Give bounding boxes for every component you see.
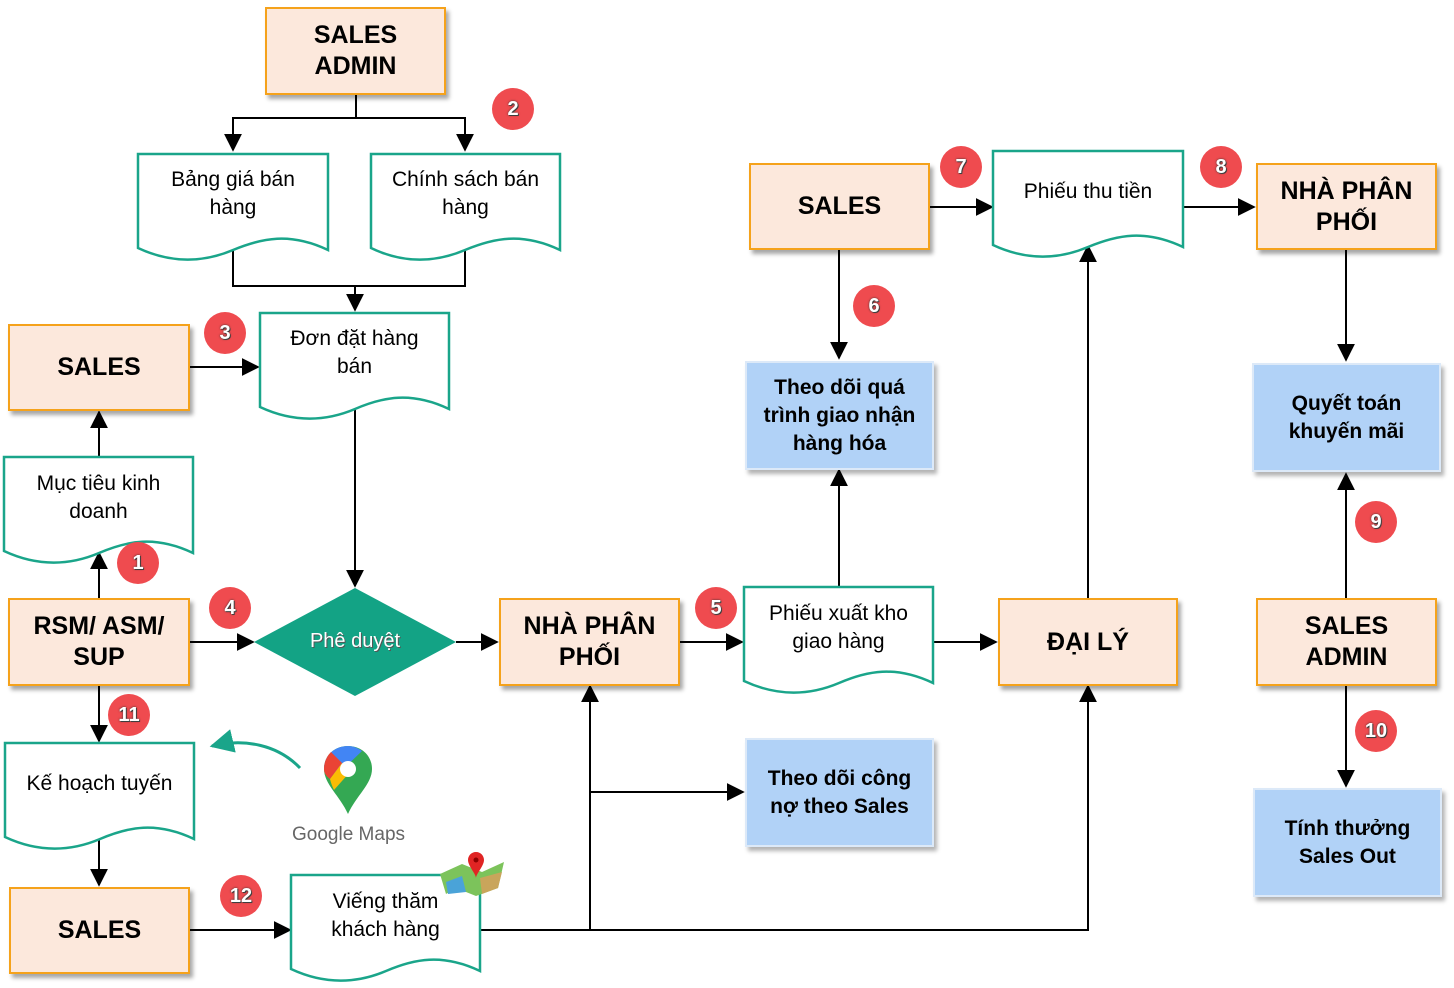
connector-bang-gia-merge (232, 248, 466, 287)
step-badge-9: 9 (1355, 501, 1397, 543)
actor-sales-admin-right: SALES ADMIN (1256, 598, 1437, 686)
document-shapes (2, 149, 1185, 982)
document-don-dat-hang (258, 311, 451, 420)
step-badge-7: 7 (940, 146, 982, 188)
step-badge-1: 1 (117, 542, 159, 584)
note-label: Quyết toán khuyến mãi (1288, 391, 1405, 443)
document-phieu-thu-label: Phiếu thu tiền (1023, 180, 1153, 203)
step-badge-11: 11 (108, 694, 150, 736)
google-maps-label: Google Maps (292, 824, 406, 845)
step-badge-3: 3 (204, 312, 246, 354)
document-muc-tieu (2, 455, 195, 564)
actor-sales-admin-top: SALES ADMIN (265, 7, 446, 95)
actor-nha-phan-phoi-middle: NHÀ PHÂN PHỐI (499, 598, 680, 686)
step-badge-2: 2 (492, 88, 534, 130)
actor-label: SALES ADMIN (313, 21, 398, 80)
note-label: Theo dõi công nợ theo Sales (767, 766, 912, 818)
actor-nha-phan-phoi-right: NHÀ PHÂN PHỐI (1256, 163, 1437, 250)
document-bang-gia-label: Bảng giá bán hàng (171, 168, 295, 219)
actor-dai-ly: ĐẠI LÝ (998, 598, 1178, 686)
actor-sales-left: SALES (8, 324, 190, 411)
step-badge-4: 4 (209, 587, 251, 629)
document-vieng-tham (289, 873, 482, 982)
actor-label: SALES ADMIN (1304, 612, 1389, 671)
actor-rsm-asm-sup: RSM/ ASM/ SUP (8, 598, 190, 686)
folded-map-pin-icon (440, 852, 504, 896)
document-phieu-xuat-kho-label: Phiếu xuất kho giao hàng (769, 602, 908, 653)
connector-admin-to-bang-gia (224, 95, 357, 152)
note-tinh-thuong-sales-out: Tính thưởng Sales Out (1253, 788, 1442, 897)
document-phieu-xuat-kho (742, 585, 935, 694)
document-ke-hoach-label: Kế hoạch tuyến (26, 772, 173, 795)
step-badge-8: 8 (1200, 146, 1242, 188)
note-quyet-toan-khuyen-mai: Quyết toán khuyến mãi (1252, 363, 1441, 472)
decision-phe-duyet-label: Phê duyệt (309, 630, 401, 652)
actor-label: SALES (57, 353, 141, 381)
actor-sales-top-middle: SALES (749, 163, 930, 250)
actor-label: NHÀ PHÂN PHỐI (1280, 176, 1413, 236)
note-label: Tính thưởng Sales Out (1284, 816, 1411, 868)
document-phieu-thu (991, 149, 1185, 258)
note-label: Theo dõi quá trình giao nhận hàng hóa (763, 375, 916, 455)
step-badge-12: 12 (220, 875, 262, 917)
document-vieng-tham-label: Viếng thăm khách hàng (331, 890, 440, 941)
connectors (90, 95, 1355, 939)
document-chinh-sach-label: Chính sách bán hàng (391, 168, 540, 219)
document-ke-hoach (3, 741, 196, 850)
document-muc-tieu-label: Mục tiêu kinh doanh (36, 472, 161, 523)
step-badge-10: 10 (1355, 710, 1397, 752)
google-maps-pin-icon (324, 746, 372, 814)
actor-label: ĐẠI LÝ (1047, 627, 1129, 656)
actor-label: RSM/ ASM/ SUP (33, 612, 165, 671)
note-theo-doi-giao-nhan: Theo dõi quá trình giao nhận hàng hóa (745, 361, 934, 470)
step-badge-5: 5 (695, 587, 737, 629)
connector-google-maps-to-ke-hoach (209, 729, 302, 770)
actor-label: SALES (797, 192, 882, 220)
step-badge-6: 6 (853, 285, 895, 327)
actor-sales-bottom: SALES (9, 887, 190, 974)
decision-phe-duyet (254, 588, 456, 696)
document-chinh-sach (369, 152, 562, 261)
document-bang-gia (136, 152, 330, 261)
actor-label: SALES (57, 916, 142, 944)
document-don-dat-hang-label: Đơn đặt hàng bán (290, 327, 419, 378)
actor-label: NHÀ PHÂN PHỐI (523, 612, 656, 671)
connector-vieng-tham-to-dai-ly (481, 684, 1097, 931)
connector-admin-to-chinh-sach (356, 117, 474, 152)
note-theo-doi-cong-no: Theo dõi công nợ theo Sales (745, 738, 934, 847)
